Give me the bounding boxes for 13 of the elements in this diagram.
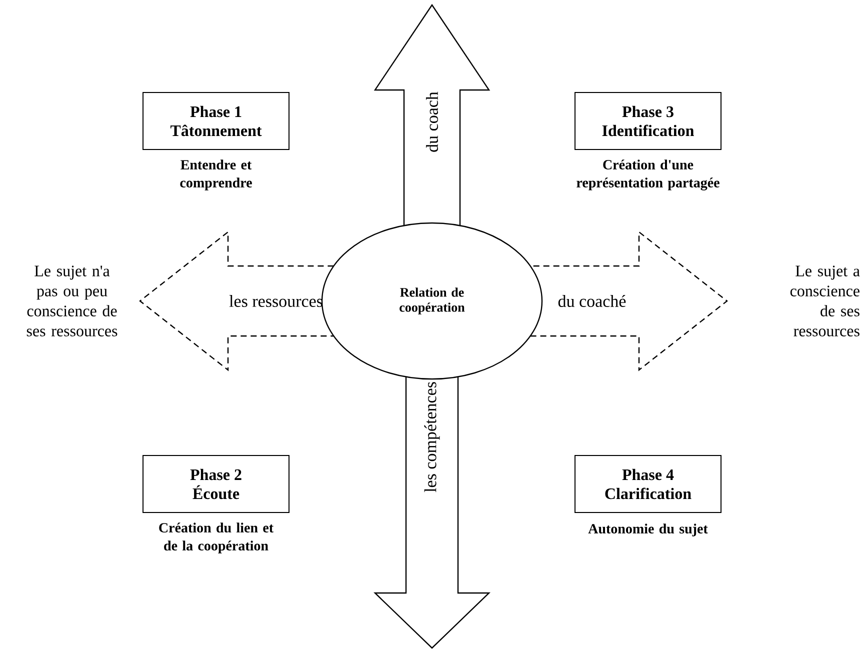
phase-caption: Entendre et comprendre: [180, 160, 252, 190]
phase-box: Phase 2 Écoute: [142, 455, 290, 513]
phase-box: Phase 3 Identification: [574, 92, 722, 150]
arrow-label: du coaché: [558, 295, 626, 307]
arrow-label: du coach: [426, 92, 438, 152]
phase-caption: Création d'une représentation partagée: [576, 160, 720, 190]
note-text: Le sujet a conscience de ses ressources: [790, 266, 860, 336]
phase-box: Phase 4 Clarification: [574, 455, 722, 513]
phase-box: Phase 1 Tâtonnement: [142, 92, 290, 150]
phase-caption: Autonomie du sujet: [588, 524, 708, 536]
phase-caption: Création du lien et de la coopération: [159, 522, 274, 554]
note-text: Le sujet n'a pas ou peu conscience de ses ressources: [26, 266, 118, 336]
arrow-label: les compétences: [424, 382, 440, 492]
